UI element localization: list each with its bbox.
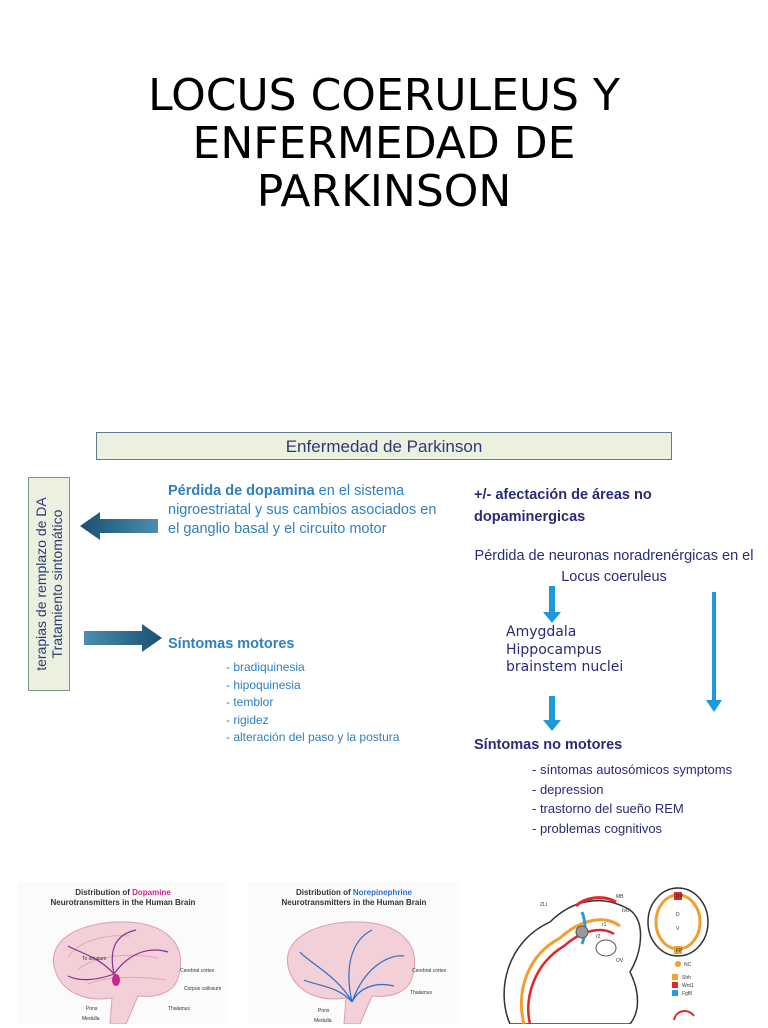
- dopamine-loss-text: Pérdida de dopamina en el sistema nigroe…: [168, 482, 448, 539]
- treatment-sidebar: terapias de remplazo de DA Tratamiento s…: [28, 477, 70, 691]
- title-line-3: PARKINSON: [256, 166, 512, 217]
- svg-text:OV: OV: [616, 958, 624, 964]
- non-motor-symptoms-title: Síntomas no motores: [474, 737, 623, 753]
- svg-text:Pons: Pons: [318, 1008, 330, 1014]
- svg-text:D: D: [676, 912, 680, 918]
- svg-text:Wnt1: Wnt1: [682, 983, 694, 989]
- motor-symptoms-title: Síntomas motores: [168, 636, 295, 652]
- svg-text:Cerebral cortex: Cerebral cortex: [412, 968, 447, 974]
- treatment-sidebar-text: terapias de remplazo de DA Tratamiento s…: [33, 479, 65, 689]
- arrow-right-icon: [84, 624, 162, 652]
- svg-text:r1: r1: [602, 922, 607, 928]
- list-item: - alteración del paso y la postura: [226, 730, 400, 744]
- svg-text:Medulla: Medulla: [314, 1018, 332, 1024]
- arrow-down-icon: [543, 586, 561, 623]
- neuron-loss-text: Pérdida de neuronas noradrenérgicas en e…: [474, 548, 754, 585]
- svg-text:Pons: Pons: [86, 1006, 98, 1012]
- arrow-down-long-icon: [706, 592, 722, 712]
- title-line-1: LOCUS COERULEUS Y: [148, 70, 620, 121]
- slide-title: LOCUS COERULEUS Y ENFERMEDAD DE PARKINSO…: [0, 72, 768, 216]
- list-item: - hipoquinesia: [226, 677, 301, 692]
- arrow-left-icon: [80, 512, 158, 540]
- list-item: Amygdala: [506, 624, 577, 640]
- dopamine-loss-bold: Pérdida de dopamina: [168, 483, 315, 499]
- section-header: Enfermedad de Parkinson: [96, 432, 672, 460]
- norepinephrine-distribution-figure: Distribution of Norepinephrine Neurotran…: [248, 882, 460, 1024]
- list-item: - rigidez: [226, 712, 269, 727]
- svg-text:Cerebral cortex: Cerebral cortex: [180, 968, 215, 974]
- affected-areas-list: Amygdala Hippocampus brainstem nuclei: [506, 624, 623, 677]
- svg-text:V: V: [676, 926, 680, 932]
- non-dopaminergic-title: +/- afectación de áreas no dopaminergica…: [474, 487, 652, 525]
- embryo-illustration: MB ZLI IsO r1 r2 OV RP D V FP NC Shh Wnt…: [503, 887, 709, 1025]
- list-item: brainstem nuclei: [506, 659, 624, 675]
- svg-text:Medulla: Medulla: [82, 1016, 100, 1022]
- list-item: - depression: [532, 781, 604, 797]
- figure-caption: Distribution of Dopamine Neurotransmitte…: [50, 888, 196, 907]
- brain-illustration: Cerebral cortex Thalamus Pons Medulla: [286, 921, 447, 1024]
- treatment-line-2: Tratamiento sintomático: [49, 509, 65, 659]
- svg-text:MB: MB: [616, 894, 624, 900]
- list-item: - problemas cognitivos: [532, 820, 663, 836]
- list-item: - temblor: [226, 695, 274, 709]
- embryo-development-figure: MB ZLI IsO r1 r2 OV RP D V FP NC Shh Wnt…: [490, 882, 720, 1025]
- non-motor-symptoms-list: - síntomas autosómicos symptoms - depres…: [532, 760, 732, 838]
- svg-text:ZLI: ZLI: [540, 902, 547, 908]
- list-item: - trastorno del sueño REM: [532, 801, 684, 816]
- dopamine-distribution-figure: Distribution of Dopamine Neurotransmitte…: [18, 882, 228, 1024]
- list-item: - síntomas autosómicos symptoms: [532, 762, 733, 777]
- dopamine-loss-rest: en el sistema nigroestriatal y sus cambi…: [168, 483, 437, 537]
- svg-text:FP: FP: [676, 948, 683, 954]
- list-item: Hippocampus: [506, 641, 602, 658]
- svg-text:Fgf8: Fgf8: [682, 991, 692, 997]
- motor-symptoms-list: - bradiquinesia - hipoquinesia - temblor…: [226, 659, 399, 747]
- arrow-down-icon: [543, 696, 561, 731]
- svg-text:Corpus callosum: Corpus callosum: [184, 986, 221, 992]
- svg-text:Thalamus: Thalamus: [410, 990, 432, 996]
- title-line-2: ENFERMEDAD DE: [192, 118, 576, 169]
- brain-illustration: To striatum Cerebral cortex Corpus callo…: [52, 921, 221, 1024]
- svg-text:Shh: Shh: [682, 975, 691, 981]
- figure-caption: Distribution of Norepinephrine Neurotran…: [281, 888, 427, 907]
- list-item: - bradiquinesia: [226, 660, 305, 674]
- svg-text:Thalamus: Thalamus: [168, 1006, 190, 1012]
- svg-text:RP: RP: [676, 894, 684, 900]
- svg-text:To striatum: To striatum: [82, 956, 106, 962]
- svg-text:IsO: IsO: [622, 908, 630, 914]
- svg-text:NC: NC: [684, 962, 692, 968]
- treatment-line-1: terapias de remplazo de DA: [33, 497, 49, 671]
- svg-text:r2: r2: [596, 934, 601, 940]
